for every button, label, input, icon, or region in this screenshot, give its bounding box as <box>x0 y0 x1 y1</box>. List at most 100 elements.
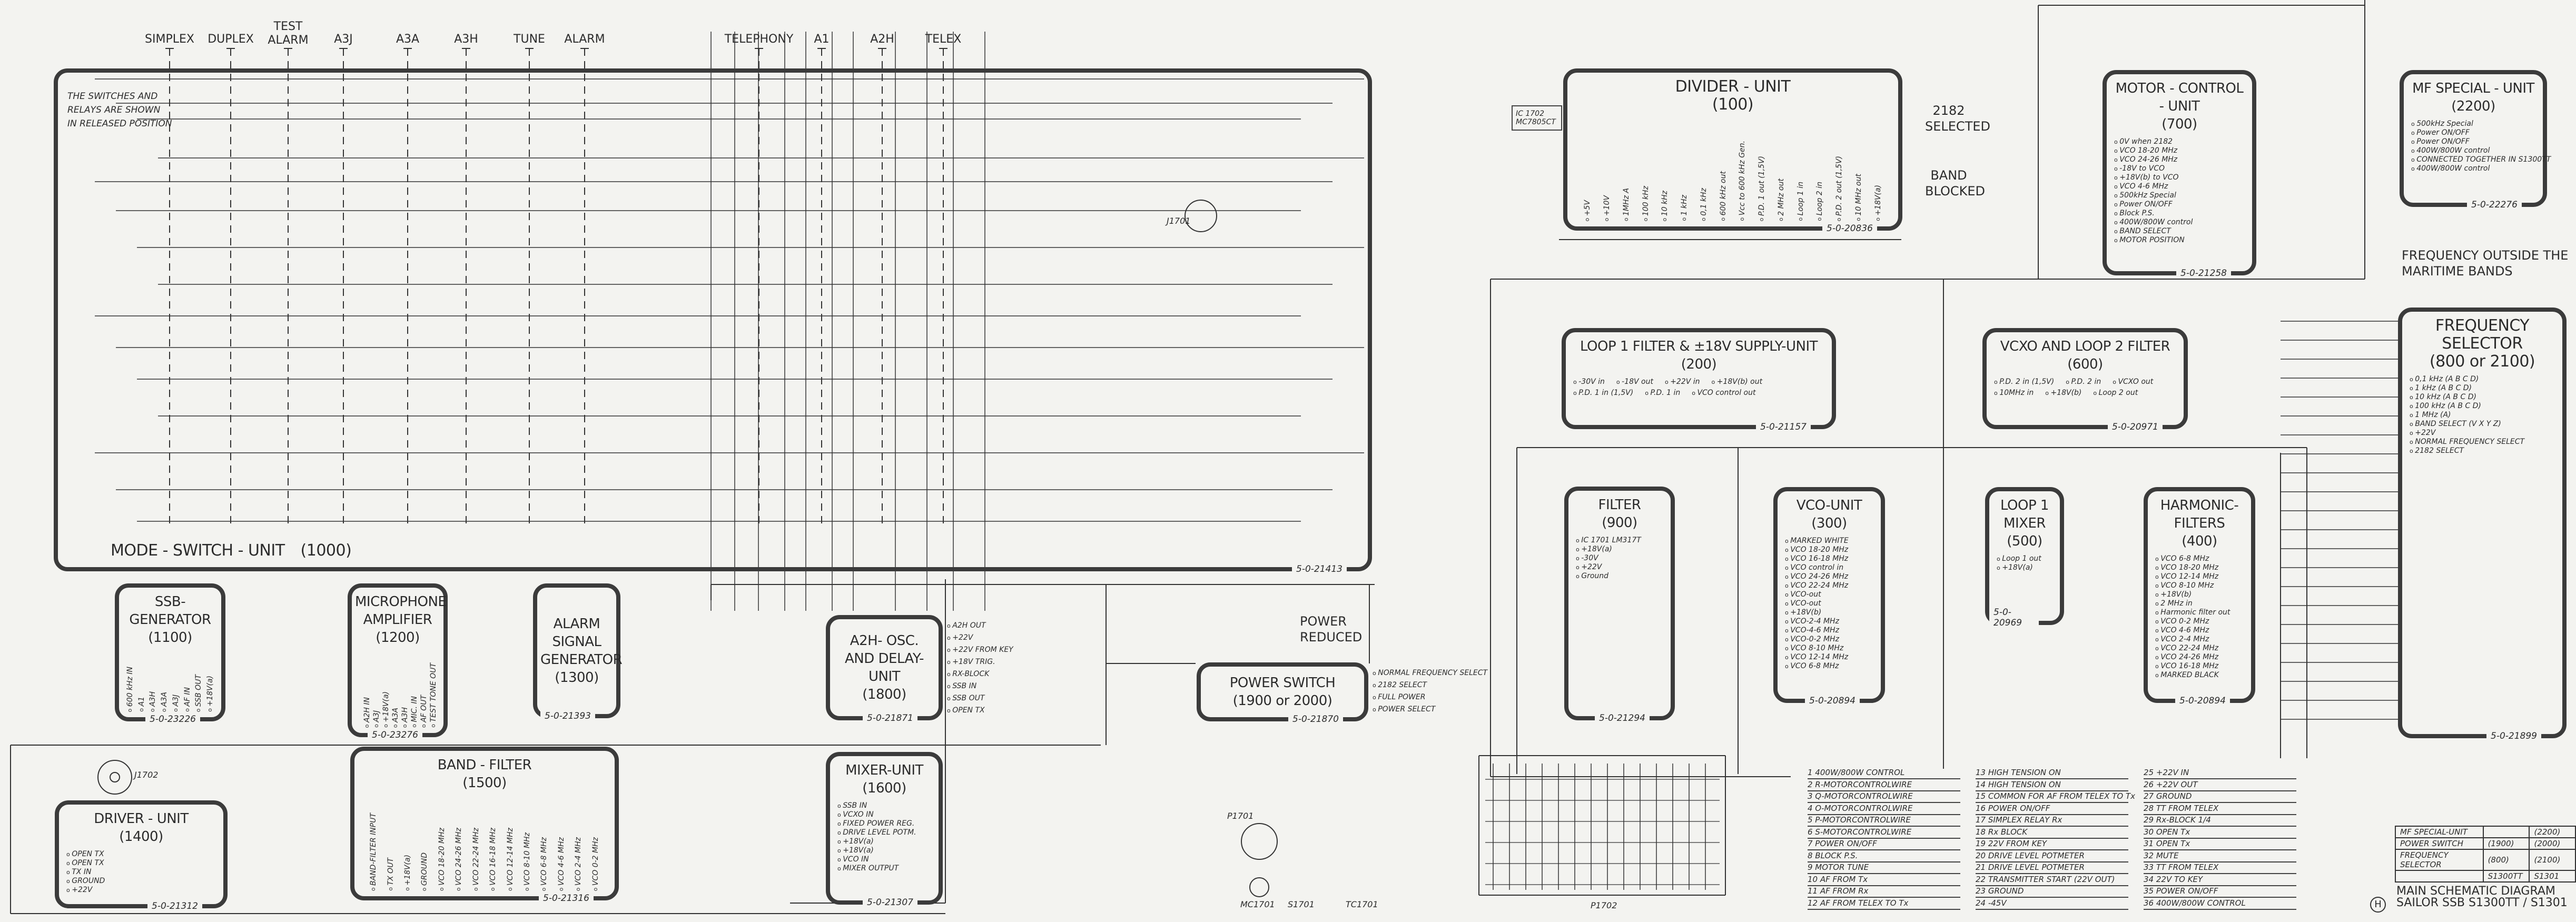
annotation-frequency-outside: FREQUENCY OUTSIDE THE MARITIME BANDS <box>2402 248 2569 279</box>
pin-label: OPEN TX <box>947 706 1013 715</box>
annotation-power-reduced: POWER REDUCED <box>1300 614 1363 645</box>
pin-list: NORMAL FREQUENCY SELECT2182 SELECTFULL P… <box>1373 669 1487 714</box>
variant-cell <box>2395 870 2484 883</box>
variant-cell: (2100) <box>2529 849 2576 871</box>
motor-block: MOTOR - CONTROL - UNIT(700)5-0-212580V w… <box>2103 70 2256 279</box>
loop1-mixer-block: LOOP 1 MIXER(500)5-0-20969Loop 1 out+18V… <box>1985 487 2064 628</box>
legend-item: 2 R-MOTORCONTROLWIRE <box>1808 780 1960 791</box>
block-name: DIVIDER - UNIT <box>1675 77 1791 96</box>
switch-label: ALARM <box>564 33 605 46</box>
pin-label: VCXO IN <box>837 810 931 819</box>
pin-label: 10 kHz (A B C D) <box>2410 393 2555 402</box>
switch-label: A1 <box>814 33 830 46</box>
legend-item: 26 +22V OUT <box>2144 780 2296 791</box>
pin-label: -18V to VCO <box>2114 164 2245 173</box>
pin-label: +18V(a) <box>837 837 931 846</box>
legend-item: 34 22V TO KEY <box>2144 875 2296 886</box>
legend-item: 7 POWER ON/OFF <box>1808 839 1960 850</box>
part-number: 5-0-21870 <box>1288 714 1343 725</box>
pin-label: MOTOR POSITION <box>2114 236 2245 245</box>
switch-label: A2H <box>870 33 894 46</box>
pin-label: POWER SELECT <box>1373 705 1487 714</box>
switch-label: A3J <box>334 33 353 46</box>
title-line1: MAIN SCHEMATIC DIAGRAM <box>2396 885 2555 898</box>
pin-label: VCO-out <box>1785 599 1873 608</box>
block-title: VCXO AND LOOP 2 FILTER(600) <box>1994 338 2176 373</box>
part-number: 5-0-20836 <box>1822 223 1877 234</box>
connector-symbol <box>97 760 132 795</box>
legend-item: 30 OPEN Tx <box>2144 827 2296 839</box>
pin-label: FIXED POWER REG. <box>837 819 931 828</box>
pin-label: VCO 18-20 MHz <box>2155 563 2244 572</box>
legend-item: 5 P-MOTORCONTROLWIRE <box>1808 815 1960 827</box>
pin-label: 1MHz A <box>1622 188 1631 221</box>
block-title: MIXER-UNIT(1600) <box>837 761 931 797</box>
pin-label: 0,1 kHz <box>1699 188 1709 221</box>
block-number: (300) <box>1811 515 1847 531</box>
legend-item: 8 BLOCK P.S. <box>1808 851 1960 862</box>
label-j1701: J1701 <box>1167 216 1191 226</box>
pin-label: 600 kHz IN <box>125 667 135 712</box>
pin-list: P.D. 2 in (1,5V)P.D. 2 inVCXO out10MHz i… <box>1994 378 2176 398</box>
pin-label: +18V(a) <box>1873 185 1883 221</box>
pin-label: +18V(a) <box>837 846 931 855</box>
pin-list: A2H OUT+22V+22V FROM KEY+18V TRIG.RX-BLO… <box>947 621 1013 715</box>
pin-label: P.D. 2 in <box>2066 378 2101 386</box>
pin-list: 500kHz SpecialPower ON/OFFPower ON/OFF40… <box>2411 120 2551 173</box>
pin-label: -30V in <box>1573 378 1605 386</box>
legend-item: 6 S-MOTORCONTROLWIRE <box>1808 827 1960 839</box>
pin-label: VCO 18-20 MHz <box>1785 546 1873 554</box>
note-line: IN RELEASED POSITION <box>67 118 172 129</box>
variant-cell: (1900) <box>2482 837 2530 850</box>
pin-label: VCO 18-20 MHz <box>2114 146 2245 155</box>
power-switch-block: POWER SWITCH(1900 or 2000)5-0-21870NORMA… <box>1197 662 1487 725</box>
block-number: (200) <box>1681 356 1717 372</box>
pin-label: P.D. 1 in (1,5V) <box>1573 389 1633 398</box>
switch-label: TELEPHONY <box>724 33 794 46</box>
pin-label: VCO 12-14 MHz <box>2155 572 2244 581</box>
pin-label: VCO 4-6 MHz <box>2114 182 2245 191</box>
pin-label: DRIVE LEVEL POTM. <box>837 828 931 837</box>
pin-label: FULL POWER <box>1373 693 1487 702</box>
block-number: (1200) <box>376 630 420 646</box>
block-name: VCO-UNIT <box>1796 498 1862 513</box>
legend-item: 9 MOTOR TUNE <box>1808 862 1960 874</box>
pin-label: 0V when 2182 <box>2114 137 2245 146</box>
label-j1702: J1702 <box>134 770 159 780</box>
block-name: ALARM SIGNAL GENERATOR <box>540 616 623 668</box>
sheet-mark: H <box>2370 897 2386 913</box>
pin-label: 400W/800W control <box>2411 164 2535 173</box>
block-name: MOTOR - CONTROL - UNIT <box>2115 81 2244 114</box>
block-title: BAND - FILTER(1500) <box>362 756 607 792</box>
pin-label: TX IN <box>66 868 216 877</box>
pin-list: -30V in-18V out+22V in+18V(b) outP.D. 1 … <box>1573 378 1824 398</box>
label-p1701: P1701 <box>1227 811 1254 821</box>
label-tc1701: TC1701 <box>1346 899 1378 909</box>
pin-label: TEST TONE OUT <box>429 663 438 728</box>
part-number: 5-0-21312 <box>147 901 202 911</box>
block-title: FILTER(900) <box>1576 496 1663 532</box>
block-title: DRIVER - UNIT(1400) <box>66 810 216 846</box>
pin-label: VCO-2-4 MHz <box>1785 617 1873 626</box>
pin-list: A2H INA3J+18V(a)A3AA3HMIC. INAF OUTTEST … <box>362 663 438 728</box>
block-name: HARMONIC-FILTERS <box>2160 498 2239 531</box>
legend-item: 29 Rx-BLOCK 1/4 <box>2144 815 2296 827</box>
part-number: 5-0-20969 <box>1989 607 2039 628</box>
part-number: 5-0-21871 <box>863 713 917 723</box>
ssb-gen-block: SSB-GENERATOR(1100)5-0-23226600 kHz INA1… <box>115 583 225 725</box>
loop1-filter-block: LOOP 1 FILTER & ±18V SUPPLY-UNIT(200)5-0… <box>1562 328 1836 432</box>
block-number: (1400) <box>119 829 163 845</box>
pin-label: VCO 2-4 MHz <box>2155 635 2244 644</box>
pin-label: VCXO out <box>2113 378 2153 386</box>
pin-label: VCO 24-26 MHz <box>2155 653 2244 662</box>
pin-label: 2 MHz in <box>2155 599 2244 608</box>
block-title: VCO-UNIT (300) <box>1785 497 1873 532</box>
block-name: MICROPHONE AMPLIFIER <box>355 594 447 628</box>
pin-label: MIXER OUTPUT <box>837 864 931 873</box>
harmonic-block: HARMONIC-FILTERS(400)5-0-20894VCO 6-8 MH… <box>2144 487 2255 706</box>
pin-label: Harmonic filter out <box>2155 608 2244 617</box>
block-number: (2200) <box>2451 98 2495 114</box>
pin-label: BAND SELECT (V X Y Z) <box>2410 420 2555 429</box>
pin-list: 0V when 2182VCO 18-20 MHzVCO 24-26 MHz-1… <box>2114 137 2245 245</box>
connector-symbol <box>110 772 120 782</box>
